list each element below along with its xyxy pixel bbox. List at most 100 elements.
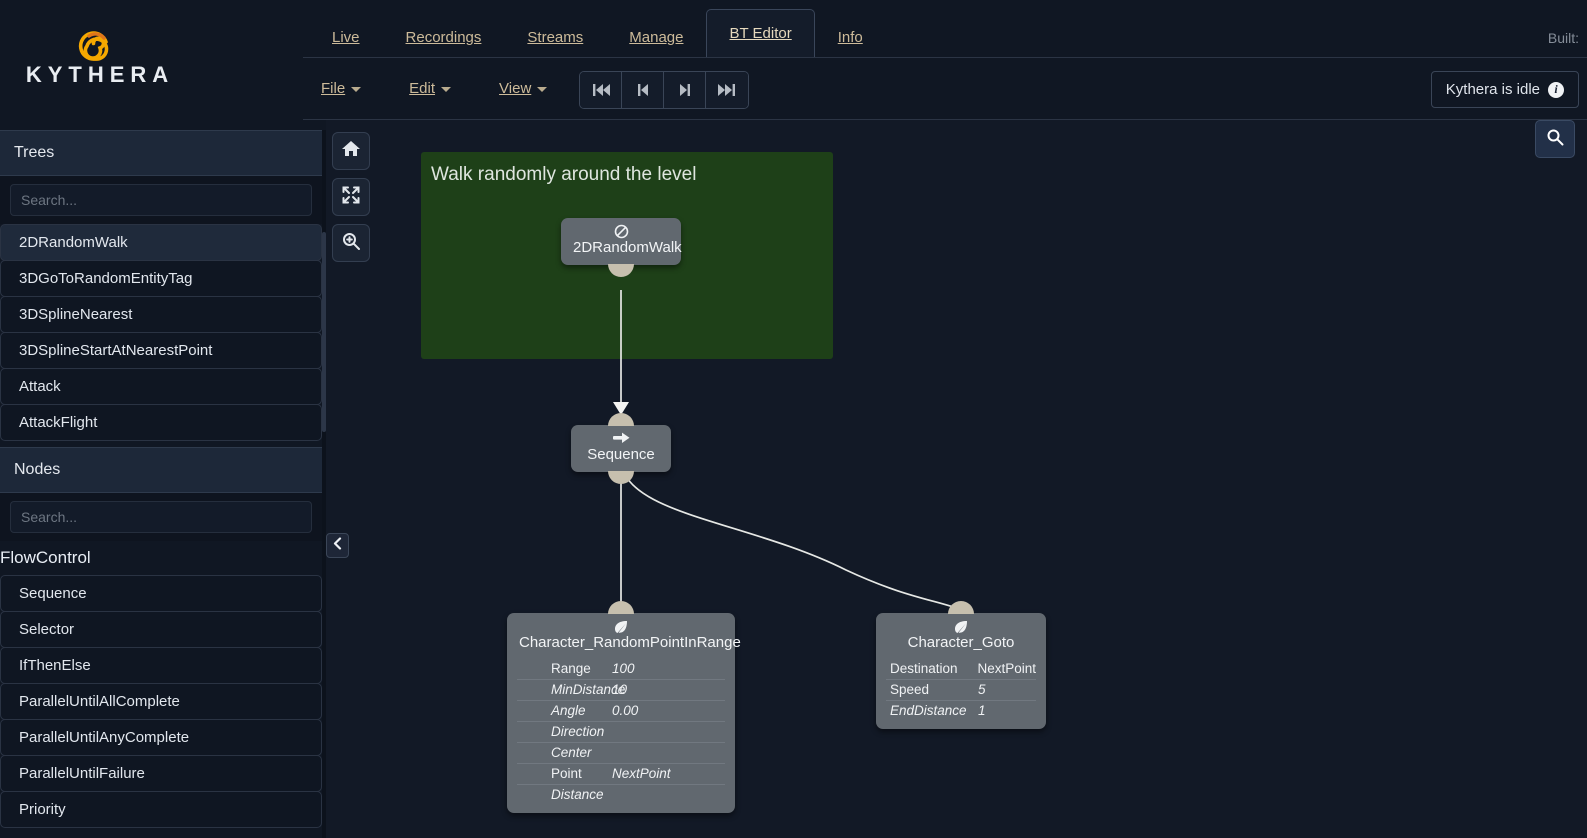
tree-item-3dgotorandomentitytag[interactable]: 3DGoToRandomEntityTag: [0, 260, 322, 297]
editor-toolbar: File Edit View: [303, 58, 1587, 120]
property-row: Distance: [517, 784, 725, 805]
node-item-paralleluntilfailure[interactable]: ParallelUntilFailure: [0, 755, 322, 792]
property-value: 100: [612, 661, 635, 676]
sidebar-scrollbar-track[interactable]: [322, 130, 326, 838]
node-item-sequence[interactable]: Sequence: [0, 575, 322, 612]
bt-canvas[interactable]: Walk randomly around the level 2DRandomW…: [326, 120, 1587, 838]
menu-view[interactable]: View: [499, 80, 548, 97]
brand-logo-area: KYTHERA: [0, 0, 303, 130]
tree-item-3dsplinestartatnearestpoint[interactable]: 3DSplineStartAtNearestPoint: [0, 332, 322, 369]
zoom-search-icon: [341, 231, 361, 256]
tree-item-attackflight[interactable]: AttackFlight: [0, 404, 322, 441]
search-icon: [1546, 128, 1564, 151]
step-forward-icon: [678, 82, 692, 98]
menu-file[interactable]: File: [321, 80, 362, 97]
leaf-icon: [507, 613, 735, 633]
tab-list: Live Recordings Streams Manage BT Editor…: [309, 8, 886, 59]
tab-manage[interactable]: Manage: [629, 29, 684, 46]
canvas-search-button[interactable]: [1535, 120, 1575, 158]
graph-node-character-goto[interactable]: Character_Goto Destination NextPoint Spe…: [876, 601, 1046, 729]
property-key: Range: [551, 661, 591, 676]
property-key: Distance: [551, 787, 604, 802]
tab-bt-editor[interactable]: BT Editor: [706, 9, 815, 59]
top-tab-bar: Live Recordings Streams Manage BT Editor…: [303, 0, 1587, 59]
sidebar-scrollbar-thumb[interactable]: [322, 232, 326, 432]
tab-streams[interactable]: Streams: [527, 29, 584, 46]
property-value: 5: [978, 682, 986, 697]
status-badge-label: Kythera is idle: [1445, 81, 1540, 98]
no-entry-icon: [561, 218, 681, 239]
property-row: Destination NextPoint: [886, 659, 1036, 679]
property-value: NextPoint: [612, 766, 671, 781]
node-output-socket[interactable]: [608, 264, 634, 277]
graph-node-title: Character_Goto: [907, 634, 1015, 651]
graph-node-root-title: 2DRandomWalk: [573, 239, 682, 256]
menu-edit[interactable]: Edit: [409, 80, 452, 97]
nodes-group-flowcontrol[interactable]: FlowControl: [0, 541, 322, 575]
node-input-socket[interactable]: [608, 601, 634, 614]
trees-list: 2DRandomWalk 3DGoToRandomEntityTag 3DSpl…: [0, 224, 322, 441]
skip-to-end-button[interactable]: [706, 72, 748, 108]
tab-live[interactable]: Live: [332, 29, 360, 46]
skip-to-end-icon: [717, 82, 737, 98]
tree-item-3dsplinenearest[interactable]: 3DSplineNearest: [0, 296, 322, 333]
built-label: Built:: [1547, 30, 1579, 46]
property-key: Speed: [890, 682, 930, 697]
node-output-socket[interactable]: [608, 471, 634, 484]
property-key: Point: [551, 766, 582, 781]
node-item-paralleluntilallcomplete[interactable]: ParallelUntilAllComplete: [0, 683, 322, 720]
node-item-ifthenelse[interactable]: IfThenElse: [0, 647, 322, 684]
zoom-search-button[interactable]: [332, 224, 370, 262]
arrow-right-icon: [571, 425, 671, 445]
node-item-paralleluntilanycomplete[interactable]: ParallelUntilAnyComplete: [0, 719, 322, 756]
property-key: MinDistance: [551, 682, 626, 697]
graph-node-title: Character_RandomPointInRange: [519, 634, 741, 651]
property-row: Center: [517, 742, 725, 763]
skip-to-start-button[interactable]: [580, 72, 622, 108]
trees-search-wrap: [0, 176, 322, 224]
property-value: 10: [612, 682, 628, 697]
tab-recordings[interactable]: Recordings: [405, 29, 482, 46]
property-row: Speed 5: [886, 679, 1036, 700]
nodes-list: Sequence Selector IfThenElse ParallelUnt…: [0, 575, 322, 828]
node-item-priority[interactable]: Priority: [0, 791, 322, 828]
step-back-icon: [636, 82, 650, 98]
property-row: Direction: [517, 721, 725, 742]
skip-to-start-icon: [591, 82, 611, 98]
nodes-search-wrap: [0, 493, 322, 541]
node-item-selector[interactable]: Selector: [0, 611, 322, 648]
status-badge[interactable]: Kythera is idle i: [1430, 71, 1579, 108]
tree-item-2drandomwalk[interactable]: 2DRandomWalk: [0, 224, 322, 261]
home-button[interactable]: [332, 132, 370, 170]
nodes-search-input[interactable]: [10, 501, 312, 533]
chevron-down-icon: [441, 86, 452, 92]
tab-bar-divider: [303, 57, 1587, 58]
fit-to-screen-icon: [341, 185, 361, 210]
property-row: Range 100: [517, 659, 725, 679]
fit-to-screen-button[interactable]: [332, 178, 370, 216]
node-input-socket[interactable]: [608, 413, 634, 426]
graph-node-root[interactable]: 2DRandomWalk: [561, 218, 682, 277]
toolbar-divider: [303, 119, 1587, 120]
sidebar-collapse-button[interactable]: [326, 533, 349, 558]
leaf-icon: [876, 613, 1046, 633]
left-sidebar: Trees 2DRandomWalk 3DGoToRandomEntityTag…: [0, 130, 322, 838]
property-row: EndDistance 1: [886, 700, 1036, 721]
graph-node-sequence[interactable]: Sequence: [571, 413, 671, 484]
transport-controls: [579, 71, 749, 109]
chevron-down-icon: [537, 86, 548, 92]
step-forward-button[interactable]: [664, 72, 706, 108]
graph-node-character-randompointinrange[interactable]: Character_RandomPointInRange Range 100 M…: [507, 601, 741, 813]
step-back-button[interactable]: [622, 72, 664, 108]
trees-search-input[interactable]: [10, 184, 312, 216]
menu-view-label: View: [499, 80, 532, 97]
nodes-panel-header: Nodes: [0, 447, 322, 493]
kythera-spiral-logo-icon: [74, 26, 114, 66]
tree-item-attack[interactable]: Attack: [0, 368, 322, 405]
property-key: Destination: [890, 661, 958, 676]
node-input-socket[interactable]: [948, 601, 974, 614]
home-icon: [341, 139, 361, 163]
trees-panel-header: Trees: [0, 130, 322, 176]
tab-info[interactable]: Info: [837, 29, 863, 46]
info-icon[interactable]: i: [1548, 81, 1564, 98]
